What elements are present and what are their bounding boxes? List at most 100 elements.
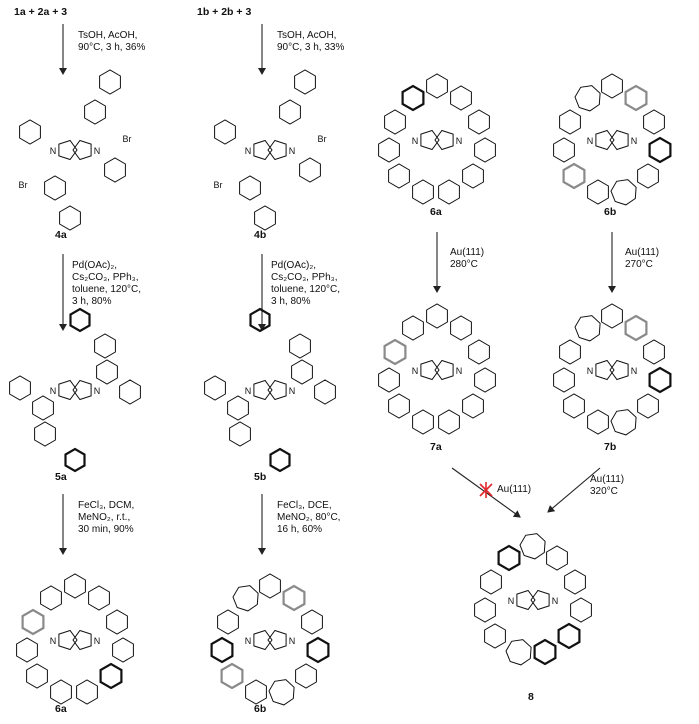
phenyl-ring [59, 205, 81, 231]
nitrogen-atom: N [552, 596, 559, 606]
fused-ring [232, 585, 259, 612]
fused-ring [426, 303, 448, 329]
phenyl-ring [104, 157, 126, 183]
fused-ring [570, 597, 592, 623]
bromine-atom: Br [123, 134, 132, 144]
fused-ring [574, 315, 601, 342]
fused-ring [637, 393, 659, 419]
fused-ring [450, 315, 472, 341]
fused-ring [624, 84, 648, 112]
compound-label-6a-bottom: 6a [55, 703, 67, 715]
fused-ring [648, 136, 672, 164]
nitrogen-atom: N [289, 386, 296, 396]
phenyl-ring [294, 69, 316, 95]
fused-ring [601, 303, 623, 329]
aryl-ring [227, 395, 249, 421]
aryl-ring [291, 359, 313, 385]
pyrrole-ring [434, 129, 454, 151]
nitrogen-atom: N [631, 366, 638, 376]
phenyl-ring [269, 447, 291, 473]
fused-ring [559, 109, 581, 135]
aryl-ring [204, 375, 226, 401]
fused-ring [40, 585, 62, 611]
pyrrole-ring [58, 379, 78, 401]
pyrrole-ring [72, 139, 92, 161]
fused-ring [533, 638, 557, 666]
compound-label-5b: 5b [254, 471, 266, 483]
conditions-6b-to-7b: Au(111) 270°C [625, 247, 662, 270]
pyrrole-ring [434, 359, 454, 381]
aryl-ring [289, 333, 311, 359]
nitrogen-atom: N [412, 366, 419, 376]
conditions-step3-left: FeCl₃, DCM, MeNO₂, r.t., 30 min, 90% [78, 500, 137, 535]
fused-ring [388, 393, 410, 419]
fused-ring [210, 636, 234, 664]
phenyl-ring [64, 447, 86, 473]
pyrrole-ring [253, 379, 273, 401]
pyrrole-ring [595, 129, 615, 151]
pyrrole-ring [420, 359, 440, 381]
bromine-atom: Br [214, 180, 223, 190]
fused-ring [76, 679, 98, 705]
fused-ring [468, 339, 490, 365]
conditions-step2-left: Pd(OAc)₂, Cs₂CO₃, PPh₃, toluene, 120°C, … [72, 260, 144, 307]
fused-ring [438, 409, 460, 435]
compound-label-7b: 7b [604, 441, 616, 453]
arrow-7b-to-8 [547, 467, 601, 513]
aryl-ring [239, 175, 261, 201]
fused-ring [306, 636, 330, 664]
fused-ring [388, 163, 410, 189]
fused-ring [480, 569, 502, 595]
pyrrole-ring [72, 629, 92, 651]
aryl-ring [279, 99, 301, 125]
fused-ring [401, 84, 425, 112]
fused-ring [624, 314, 648, 342]
phenyl-ring [19, 119, 41, 145]
nitrogen-atom: N [94, 636, 101, 646]
fused-ring [50, 679, 72, 705]
fused-ring [553, 367, 575, 393]
pyrrole-ring [609, 359, 629, 381]
fused-ring [648, 366, 672, 394]
conditions-step1-mid: TsOH, AcOH, 90°C, 3 h, 33% [277, 30, 344, 53]
compound-label-6b-bottom: 6b [254, 703, 266, 715]
aryl-ring [96, 359, 118, 385]
pyrrole-ring [253, 629, 273, 651]
fused-ring [574, 85, 601, 112]
reactants-left-label: 1a + 2a + 3 [14, 6, 67, 18]
pyrrole-ring [609, 129, 629, 151]
fused-ring [643, 109, 665, 135]
fused-ring [643, 339, 665, 365]
compound-label-8: 8 [528, 691, 534, 703]
fused-ring [378, 137, 400, 163]
fused-ring [562, 162, 586, 190]
fused-ring [474, 137, 496, 163]
fused-ring [245, 679, 267, 705]
pyrrole-ring [58, 139, 78, 161]
compound-label-4b: 4b [254, 229, 266, 241]
fused-ring [474, 367, 496, 393]
nitrogen-atom: N [50, 146, 57, 156]
fused-ring [282, 584, 306, 612]
fused-ring [637, 163, 659, 189]
nitrogen-atom: N [245, 636, 252, 646]
fused-ring [587, 179, 609, 205]
compound-label-6b-top: 6b [604, 206, 616, 218]
nitrogen-atom: N [587, 136, 594, 146]
conditions-6a-to-7a: Au(111) 280°C [450, 247, 487, 270]
fused-ring [610, 179, 637, 206]
fused-ring [378, 367, 400, 393]
fused-ring [412, 179, 434, 205]
fused-ring [462, 393, 484, 419]
fused-ring [563, 393, 585, 419]
compound-label-4a: 4a [55, 229, 67, 241]
fused-ring [546, 545, 568, 571]
aryl-ring [94, 333, 116, 359]
